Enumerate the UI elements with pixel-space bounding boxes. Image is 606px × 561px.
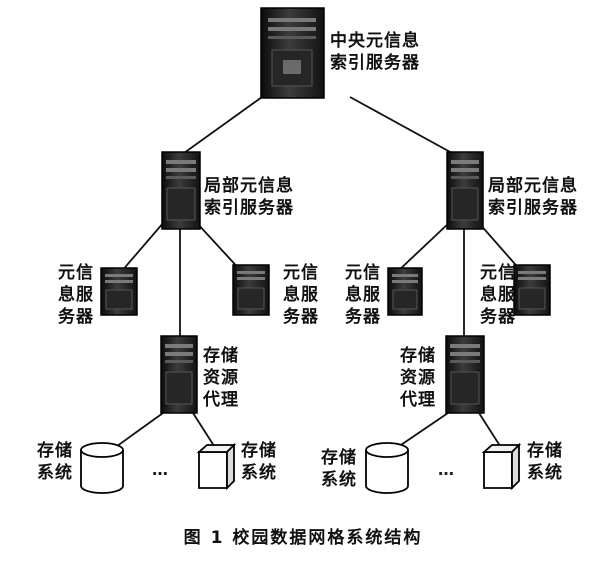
label-central-index-server: 中央元信息 索引服务器	[330, 31, 420, 73]
label-storage-system-rl: 存储 系统	[321, 448, 357, 490]
local-server-left-icon	[161, 151, 201, 230]
meta-server-lr-icon	[232, 264, 270, 316]
connections	[112, 96, 523, 450]
label-meta-server-rr: 元信 息服 务器	[480, 263, 516, 327]
ellipsis-right: …	[438, 460, 454, 479]
link-proxy-left-storage-ll	[112, 412, 164, 450]
label-local-index-server-left: 局部元信息 索引服务器	[204, 176, 294, 218]
storage-box-right-icon	[481, 442, 522, 491]
link-central-local-left	[183, 96, 263, 154]
label-meta-server-ll: 元信 息服 务器	[58, 263, 94, 327]
link-local-left-meta-lr	[195, 221, 243, 273]
figure-caption: 图 1 校园数据网格系统结构	[183, 528, 423, 548]
label-storage-proxy-right: 存储 资源 代理	[400, 346, 436, 410]
label-storage-system-rr: 存储 系统	[527, 441, 563, 483]
link-local-right-meta-rr	[477, 221, 523, 273]
proxy-server-left-icon	[160, 335, 198, 414]
link-central-local-right	[349, 96, 453, 154]
proxy-server-right-icon	[445, 335, 485, 414]
meta-server-ll-icon	[100, 267, 138, 316]
local-server-right-icon	[446, 151, 484, 230]
storage-cylinder-right-icon	[365, 442, 409, 494]
central-server-icon	[260, 7, 325, 99]
storage-cylinder-left-icon	[80, 442, 124, 494]
storage-box-left-icon	[196, 442, 237, 491]
meta-server-rl-icon	[387, 267, 423, 316]
ellipsis-left: …	[152, 460, 168, 479]
label-storage-system-ll: 存储 系统	[37, 441, 73, 483]
meta-server-rr-icon	[513, 264, 551, 316]
label-meta-server-lr: 元信 息服 务器	[283, 263, 319, 327]
link-local-left-meta-ll	[120, 221, 165, 273]
label-meta-server-rl: 元信 息服 务器	[345, 263, 381, 327]
link-proxy-left-storage-lr	[192, 412, 217, 450]
label-local-index-server-right: 局部元信息 索引服务器	[488, 176, 578, 218]
label-storage-system-lr: 存储 系统	[241, 441, 277, 483]
link-local-right-meta-rl	[396, 221, 451, 273]
label-storage-proxy-left: 存储 资源 代理	[203, 346, 239, 410]
link-proxy-right-storage-rr	[478, 412, 503, 450]
link-proxy-right-storage-rl	[394, 412, 449, 450]
